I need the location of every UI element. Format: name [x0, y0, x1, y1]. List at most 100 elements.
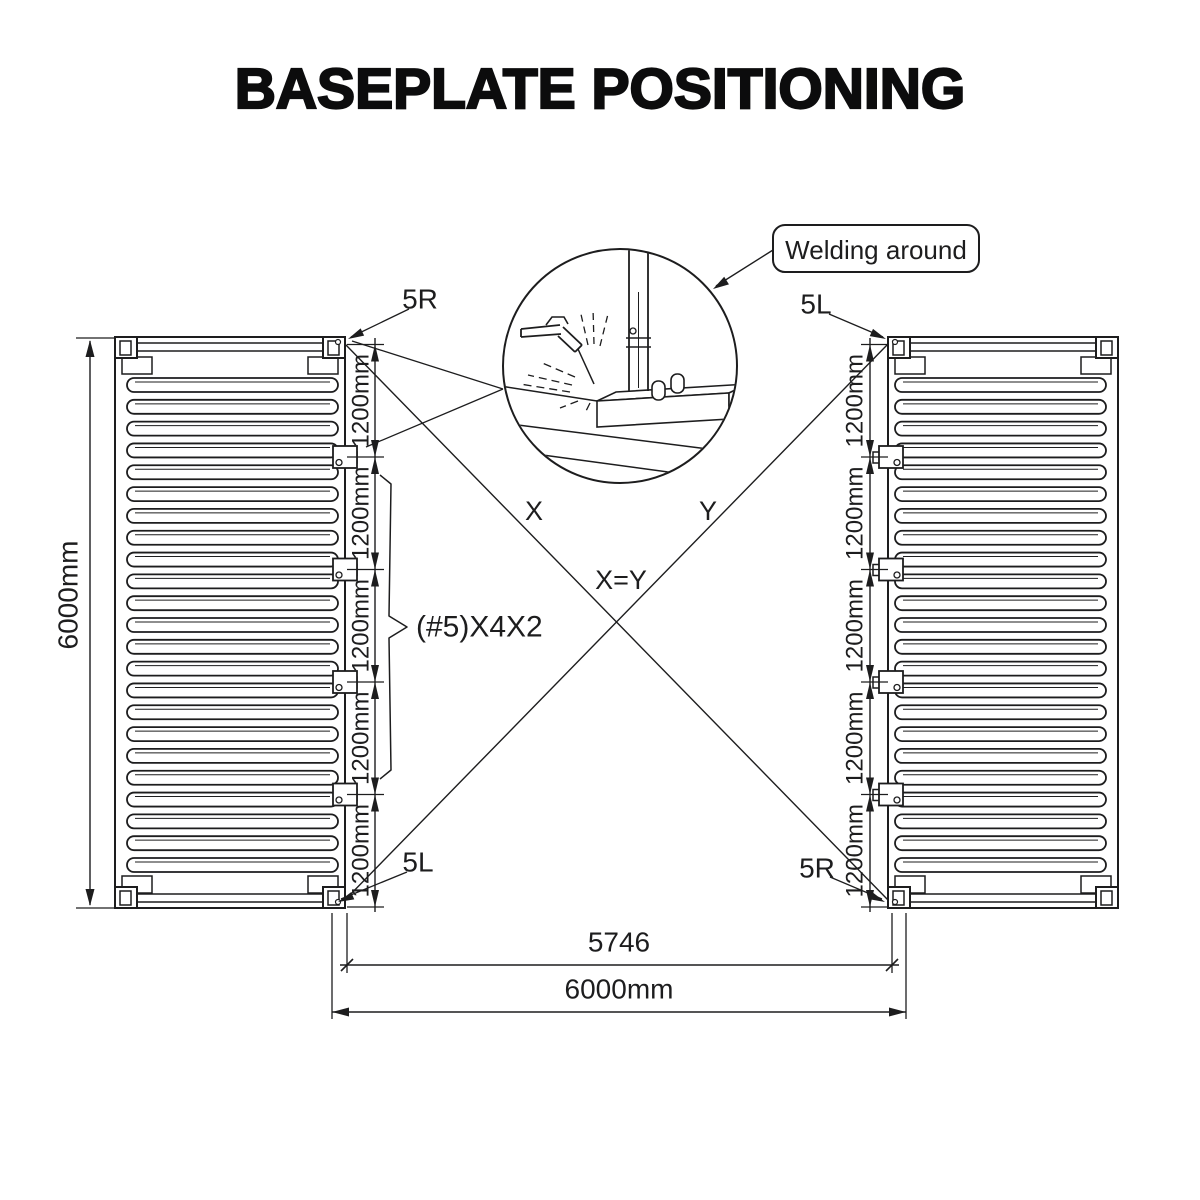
floor-slat: [894, 529, 1107, 546]
floor-slat: [894, 769, 1107, 786]
diagram-geometry: 1200mm 1200mm 1200mm 1200mm 1200mm 1200mm 1200…: [76, 249, 1119, 1019]
weld-peg: [651, 380, 666, 401]
floor-slat: [894, 551, 1107, 568]
oblique-tick: [885, 958, 899, 972]
detail-fan-lines: [351, 340, 504, 448]
floor-slat: [126, 442, 339, 459]
label-left-panel-bottom: 5L: [402, 847, 433, 878]
floor-slat: [126, 398, 339, 415]
corner-gusset: [121, 356, 153, 375]
floor-slat: [126, 551, 339, 568]
torch-body: [520, 324, 561, 330]
deck-front-top: [509, 423, 717, 451]
deck-left-edge: [509, 423, 514, 452]
floor-slat: [894, 508, 1107, 524]
right-container-panel: [872, 336, 1119, 909]
leader-arrow: [338, 892, 355, 902]
weld-spark: [599, 313, 609, 347]
floor-slat: [894, 726, 1107, 742]
chain-arrow-down: [371, 777, 379, 795]
label-diagonal-y: Y: [699, 496, 717, 526]
height-dimension: [76, 337, 116, 909]
chain-arrow-down: [371, 552, 379, 570]
floor-slat: [894, 595, 1107, 612]
floor-slat: [894, 464, 1107, 481]
chain-arrow-up: [866, 569, 874, 587]
floor-slat: [126, 508, 339, 524]
corner-weld-hole: [891, 898, 899, 906]
oblique-tick: [340, 958, 354, 972]
corner-casting-hole: [1100, 340, 1113, 356]
floor-slat: [894, 617, 1107, 633]
segment-dimension-label: 1200mm: [348, 579, 375, 672]
torch-trigger: [545, 316, 569, 326]
floor-slat: [894, 377, 1107, 393]
bottom-dimensions: [331, 913, 907, 1019]
segment-dimension-label: 1200mm: [842, 804, 869, 897]
left-container-panel: [114, 336, 358, 909]
clip-weld-hole: [335, 458, 343, 467]
torch-electrode: [577, 348, 595, 385]
page-title: BASEPLATE POSITIONING: [234, 56, 967, 122]
corner-leaders: [338, 249, 886, 902]
dim-arrow-up: [85, 340, 95, 357]
segment-dimension-label: 1200mm: [842, 467, 869, 560]
floor-slat: [894, 398, 1107, 415]
leader-arrow: [348, 328, 365, 339]
label-right-panel-top: 5L: [800, 289, 831, 320]
corner-gusset: [894, 356, 926, 375]
diagonal-y-line: [344, 343, 889, 901]
floor-slat: [894, 857, 1107, 873]
chain-arrow-down: [866, 440, 874, 457]
dimension-outer-span: 6000mm: [565, 974, 674, 1005]
chain-arrow-up: [866, 457, 874, 474]
chain-arrow-up: [866, 682, 874, 699]
floor-slat: [126, 835, 339, 852]
floor-slat: [894, 835, 1107, 852]
segment-dimension-label: 1200mm: [348, 467, 375, 560]
segment-dimension-label: 1200mm: [348, 692, 375, 785]
weld-spark: [519, 383, 571, 393]
weld-spark: [527, 374, 573, 386]
clip-weld-hole: [335, 683, 343, 692]
clip-weld-hole: [335, 796, 343, 804]
weld-spark: [584, 402, 591, 414]
fan-line-to-corner: [351, 340, 504, 390]
weld-spark: [592, 307, 595, 345]
chain-arrow-down: [371, 665, 379, 682]
clip-weld-hole: [335, 571, 343, 579]
corner-gusset: [307, 356, 339, 375]
floor-slat: [126, 617, 339, 633]
chain-arrow-up: [371, 569, 379, 587]
corner-casting-hole: [119, 340, 132, 356]
corner-casting-hole: [892, 890, 905, 906]
weld-peg: [670, 373, 685, 394]
floor-slat: [894, 442, 1107, 459]
floor-slat: [126, 682, 339, 699]
leader-arrow: [869, 328, 886, 339]
chain-arrow-down: [866, 665, 874, 682]
dim-arrow-left: [332, 1007, 349, 1017]
dim-arrow-right: [889, 1007, 906, 1017]
segment-dimension-label: 1200mm: [348, 354, 375, 447]
baseplate-note: (#5)X4X2: [416, 611, 543, 644]
label-diagonal-equal: X=Y: [595, 565, 647, 595]
floor-slat: [894, 420, 1107, 437]
floor-slat: [894, 486, 1107, 502]
corner-casting-hole: [1100, 890, 1113, 906]
dim-arrow-down: [85, 889, 95, 906]
corner-casting-hole: [327, 340, 340, 356]
torch-nozzle: [557, 335, 576, 353]
floor-slat: [126, 660, 339, 677]
chain-arrow-down: [371, 440, 379, 457]
clip-weld-hole: [893, 571, 901, 579]
segment-dimension-label: 1200mm: [842, 692, 869, 785]
clip-weld-hole: [893, 458, 901, 467]
diagonal-lines: [344, 343, 889, 901]
corner-casting-hole: [119, 890, 132, 906]
corner-casting-hole: [892, 340, 905, 356]
floor-slat: [126, 857, 339, 873]
floor-slat: [126, 420, 339, 437]
